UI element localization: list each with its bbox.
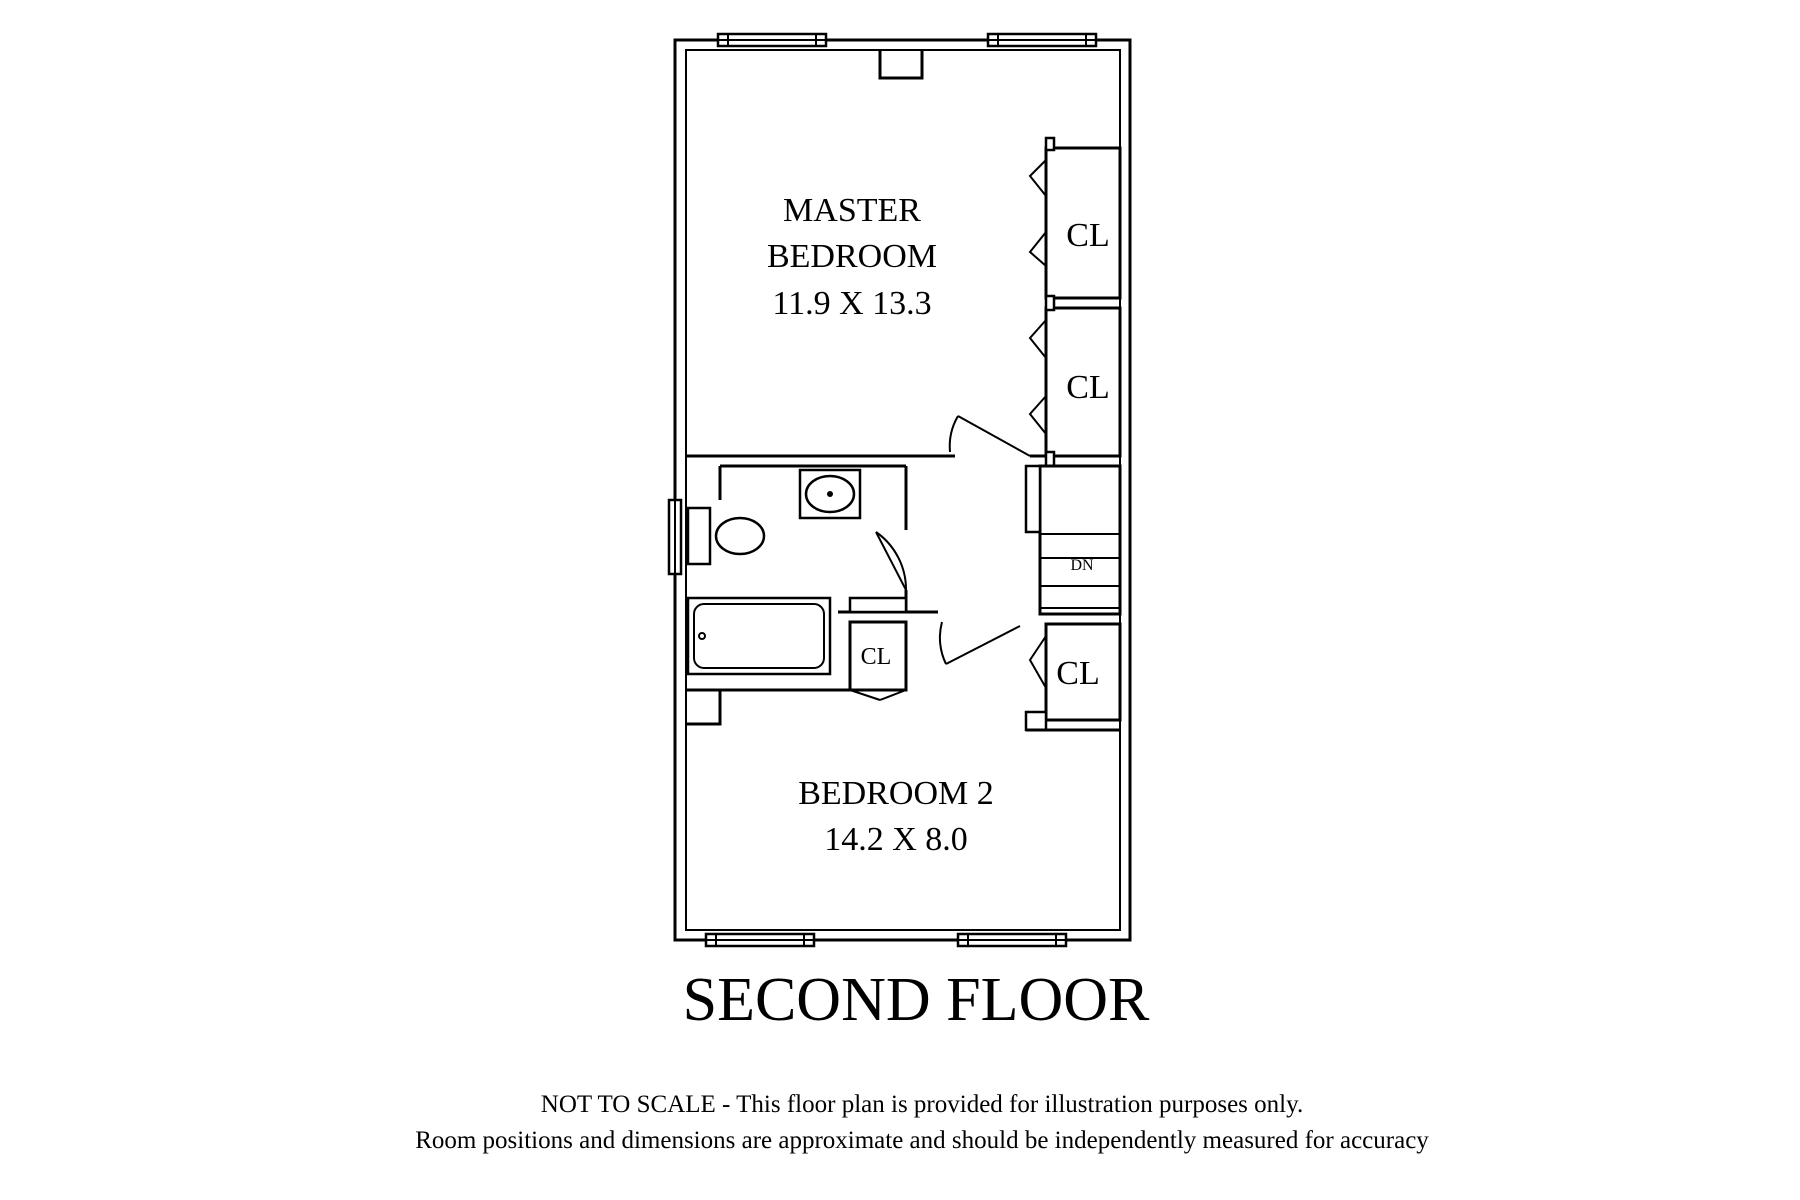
- stairs-down-label: DN: [1070, 557, 1094, 574]
- window-bottom-left: [704, 932, 816, 948]
- closet-label-1: CL: [1066, 217, 1109, 254]
- toilet-bowl: [714, 516, 766, 556]
- bathtub: [686, 596, 832, 676]
- windows: [667, 32, 1098, 948]
- floor-title: SECOND FLOOR: [683, 966, 1150, 1034]
- disclaimer-line2: Room positions and dimensions are approx…: [415, 1127, 1429, 1154]
- chimney-notch: [878, 50, 924, 80]
- closet-label-4: CL: [1056, 655, 1099, 692]
- disclaimer-line1: NOT TO SCALE - This floor plan is provid…: [541, 1091, 1303, 1118]
- master-closets: [1028, 136, 1122, 468]
- bedroom2-closet: [1024, 622, 1122, 732]
- hall: [875, 415, 1031, 665]
- closet-label-3: CL: [861, 644, 892, 670]
- bathroom: [686, 464, 938, 726]
- bedroom2-name: BEDROOM 2: [798, 775, 994, 812]
- linen-closet: [848, 596, 908, 701]
- master-bedroom-dimensions: 11.9 X 13.3: [772, 285, 931, 322]
- window-top-left: [716, 32, 828, 48]
- staircase: [1024, 464, 1122, 616]
- master-bedroom-name-line1: MASTER: [783, 192, 921, 229]
- bedroom2-walls: [686, 690, 722, 726]
- window-top-right: [986, 32, 1098, 48]
- closet-label-2: CL: [1066, 369, 1109, 406]
- master-bedroom-name-line2: BEDROOM: [767, 238, 937, 275]
- toilet-tank: [686, 506, 712, 566]
- window-bath: [667, 498, 683, 576]
- window-bottom-right: [956, 932, 1068, 948]
- bedroom2-dimensions: 14.2 X 8.0: [824, 821, 968, 858]
